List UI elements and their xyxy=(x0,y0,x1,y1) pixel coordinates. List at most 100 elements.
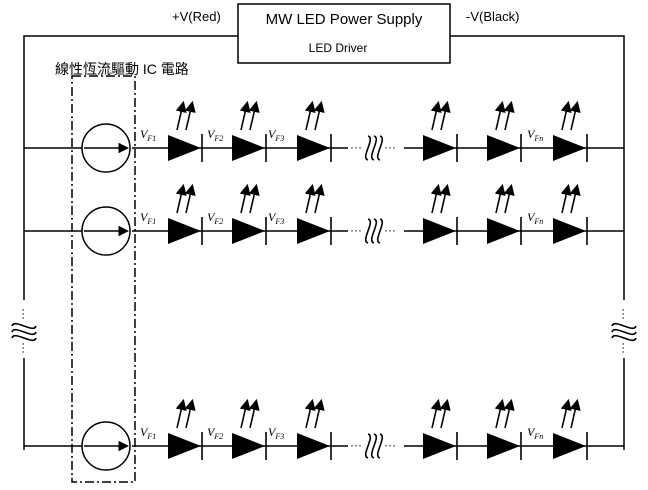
current-source-icon xyxy=(81,421,131,471)
light-emission-arrow xyxy=(430,398,442,429)
light-emission-arrow xyxy=(248,398,260,429)
light-emission-arrow xyxy=(439,100,451,131)
ellipsis-text: ··· xyxy=(350,438,362,452)
led-diode-icon xyxy=(297,183,332,245)
light-emission-arrow xyxy=(175,398,187,429)
light-emission-arrow xyxy=(439,398,451,429)
forward-voltage-label: VF1 xyxy=(140,210,156,226)
light-emission-arrow xyxy=(248,183,260,214)
ic-label: 線性恆流驅動 IC 電路 xyxy=(55,61,189,77)
positive-terminal-label: +V(Red) xyxy=(172,9,221,24)
led-diode-icon xyxy=(553,183,588,245)
light-emission-arrow xyxy=(503,100,515,131)
led-diode-icon xyxy=(232,100,267,162)
power-supply-subtitle: LED Driver xyxy=(309,41,368,55)
light-emission-arrow xyxy=(560,100,572,131)
power-supply-title: MW LED Power Supply xyxy=(266,11,423,28)
wire-break-icon: ··· ··· xyxy=(611,308,637,354)
light-emission-arrow xyxy=(560,398,572,429)
positive-rail xyxy=(23,35,238,450)
light-emission-arrow xyxy=(304,398,316,429)
ellipsis-text: ··· xyxy=(384,438,396,452)
negative-terminal-label: -V(Black) xyxy=(466,9,519,24)
light-emission-arrow xyxy=(569,183,581,214)
forward-voltage-label: VF3 xyxy=(268,127,284,143)
ellipsis-text: ··· xyxy=(384,223,396,237)
forward-voltage-label: VF2 xyxy=(207,127,223,143)
light-emission-arrow xyxy=(494,100,506,131)
light-emission-arrow xyxy=(560,183,572,214)
led-string-row: VF1 VF2 VF3 VFn ··· ··· xyxy=(24,398,624,471)
forward-voltage-label: VF1 xyxy=(140,425,156,441)
light-emission-arrow xyxy=(439,183,451,214)
led-diode-icon xyxy=(297,100,332,162)
light-emission-arrow xyxy=(304,183,316,214)
led-diode-icon xyxy=(297,398,332,460)
led-string-row: VF1 VF2 VF3 VFn ··· ··· xyxy=(24,100,624,173)
light-emission-arrow xyxy=(503,398,515,429)
light-emission-arrow xyxy=(239,183,251,214)
forward-voltage-label: VF1 xyxy=(140,127,156,143)
light-emission-arrow xyxy=(304,100,316,131)
ellipsis-text: ··· xyxy=(617,308,631,320)
forward-voltage-label: VF2 xyxy=(207,425,223,441)
led-diode-icon xyxy=(423,183,458,245)
wire-break-icon xyxy=(364,218,384,244)
led-diode-icon xyxy=(168,183,203,245)
led-diode-icon xyxy=(553,100,588,162)
forward-voltage-label: VF3 xyxy=(268,210,284,226)
led-diode-icon xyxy=(487,398,522,460)
ellipsis-text: ··· xyxy=(350,223,362,237)
supply-wiring xyxy=(23,35,625,450)
power-supply-box: MW LED Power Supply LED Driver xyxy=(237,3,451,64)
light-emission-arrow xyxy=(239,100,251,131)
forward-voltage-label: VFn xyxy=(527,127,543,143)
wire-break-icon xyxy=(364,433,384,459)
led-diode-icon xyxy=(168,398,203,460)
wire-break-icon xyxy=(364,135,384,161)
light-emission-arrow xyxy=(569,100,581,131)
light-emission-arrow xyxy=(503,183,515,214)
led-diode-icon xyxy=(232,183,267,245)
forward-voltage-label: VF3 xyxy=(268,425,284,441)
current-source-icon xyxy=(81,206,131,256)
forward-voltage-label: VF2 xyxy=(207,210,223,226)
ic-boundary-box xyxy=(71,75,136,483)
light-emission-arrow xyxy=(430,183,442,214)
led-diode-icon xyxy=(487,100,522,162)
ellipsis-text: ··· xyxy=(17,308,31,320)
light-emission-arrow xyxy=(494,398,506,429)
light-emission-arrow xyxy=(313,398,325,429)
led-diode-icon xyxy=(232,398,267,460)
led-diode-icon xyxy=(553,398,588,460)
light-emission-arrow xyxy=(184,398,196,429)
light-emission-arrow xyxy=(175,100,187,131)
ellipsis-text: ··· xyxy=(350,140,362,154)
light-emission-arrow xyxy=(248,100,260,131)
negative-rail xyxy=(450,35,625,450)
light-emission-arrow xyxy=(569,398,581,429)
led-diode-icon xyxy=(423,100,458,162)
wire-break-icon: ··· ··· xyxy=(11,308,37,354)
led-diode-icon xyxy=(423,398,458,460)
led-diode-icon xyxy=(487,183,522,245)
ellipsis-text: ··· xyxy=(17,342,31,354)
light-emission-arrow xyxy=(430,100,442,131)
rail-breaks: ··· ··· ··· ··· xyxy=(11,308,637,354)
ellipsis-text: ··· xyxy=(384,140,396,154)
light-emission-arrow xyxy=(313,100,325,131)
light-emission-arrow xyxy=(184,183,196,214)
ellipsis-text: ··· xyxy=(617,342,631,354)
light-emission-arrow xyxy=(184,100,196,131)
light-emission-arrow xyxy=(494,183,506,214)
light-emission-arrow xyxy=(239,398,251,429)
light-emission-arrow xyxy=(313,183,325,214)
forward-voltage-label: VFn xyxy=(527,425,543,441)
led-string-row: VF1 VF2 VF3 VFn ··· ··· xyxy=(24,183,624,256)
current-source-icon xyxy=(81,123,131,173)
led-diode-icon xyxy=(168,100,203,162)
forward-voltage-label: VFn xyxy=(527,210,543,226)
light-emission-arrow xyxy=(175,183,187,214)
